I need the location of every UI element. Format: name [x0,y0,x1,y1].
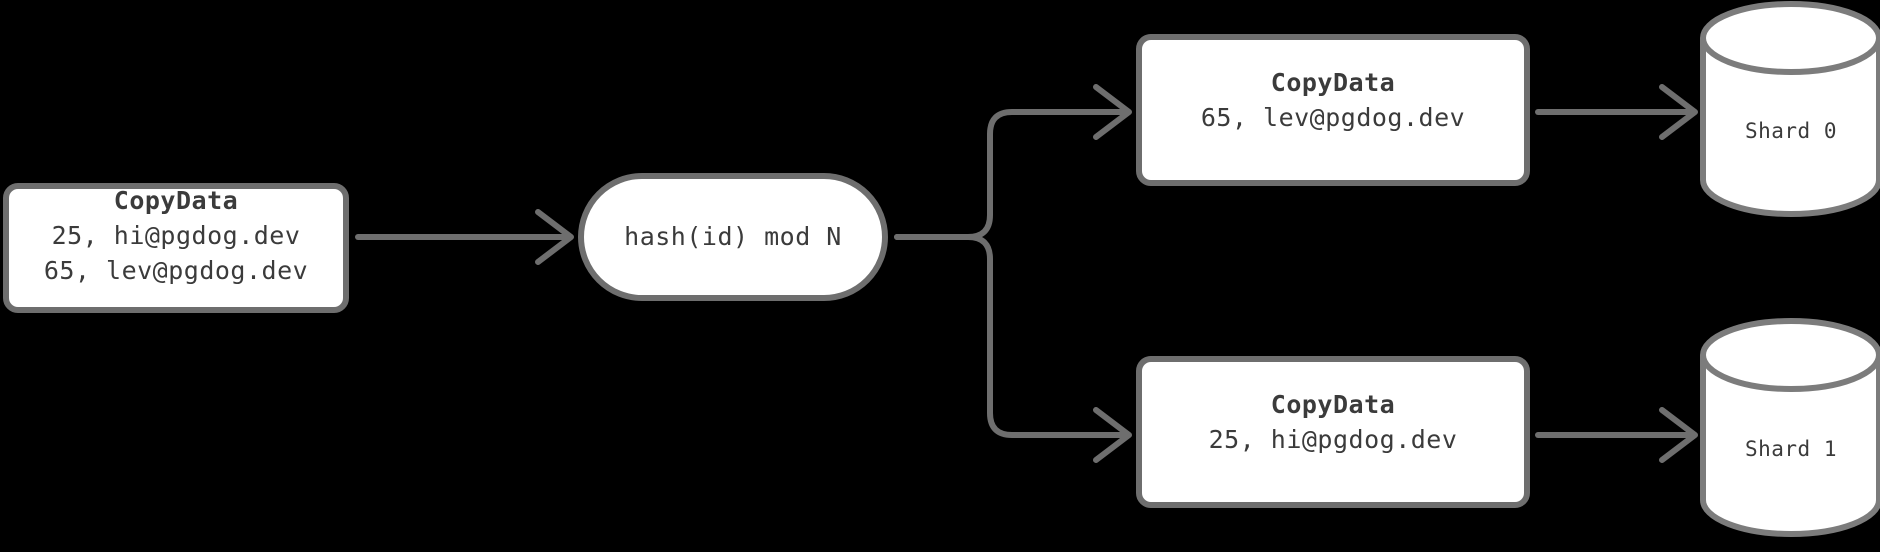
shard-1-copy-data-box[interactable] [1136,356,1530,508]
copy-data-source-node[interactable]: CopyData 25, hi@pgdog.dev 65, lev@pgdog.… [3,183,349,313]
edge-router-to-shard-1-box-line [894,234,1129,438]
copy-data-source-row-0: 25, hi@pgdog.dev [52,221,301,250]
arrow-right-icon [1093,84,1132,140]
edge-shard-0-box-to-store [1535,84,1698,140]
shard-1-store[interactable]: Shard 1 [1700,318,1880,537]
shard-0-store[interactable]: Shard 0 [1700,1,1880,217]
hash-router-label: hash(id) mod N [624,222,842,251]
shard-0-copy-data-row-0: 65, lev@pgdog.dev [1201,103,1465,132]
shard-0-copy-data-title: CopyData [1271,68,1395,97]
shard-0-copy-data-node[interactable]: CopyData 65, lev@pgdog.dev [1136,34,1530,186]
shard-1-copy-data-row-0: 25, hi@pgdog.dev [1209,425,1458,454]
shard-1-copy-data-title: CopyData [1271,390,1395,419]
edge-source-to-router [355,209,574,265]
arrow-right-icon [535,209,574,265]
copy-data-source-box[interactable] [3,183,349,313]
shard-0-store-label: Shard 0 [1745,119,1837,143]
shard-0-copy-data-box[interactable] [1136,34,1530,186]
arrow-right-icon [1659,407,1698,463]
hash-router-pill[interactable] [578,173,888,301]
database-cylinder-icon-body [1700,355,1880,537]
copy-data-source-row-1: 65, lev@pgdog.dev [44,256,308,285]
hash-router-node[interactable]: hash(id) mod N [578,173,888,301]
copy-data-source-title: CopyData [114,186,238,215]
shard-1-copy-data-node[interactable]: CopyData 25, hi@pgdog.dev [1136,356,1530,508]
database-cylinder-icon-top [1700,1,1880,75]
database-cylinder-icon-body [1700,38,1880,217]
database-cylinder-icon-top [1700,318,1880,392]
edge-router-to-shard-1-box [894,234,1132,463]
arrow-right-icon [1659,84,1698,140]
arrow-right-icon [1093,407,1132,463]
shard-1-store-label: Shard 1 [1745,437,1837,461]
edge-router-to-shard-0-box [894,84,1132,240]
edge-router-to-shard-0-box-line [894,109,1129,240]
edge-shard-1-box-to-store [1535,407,1698,463]
